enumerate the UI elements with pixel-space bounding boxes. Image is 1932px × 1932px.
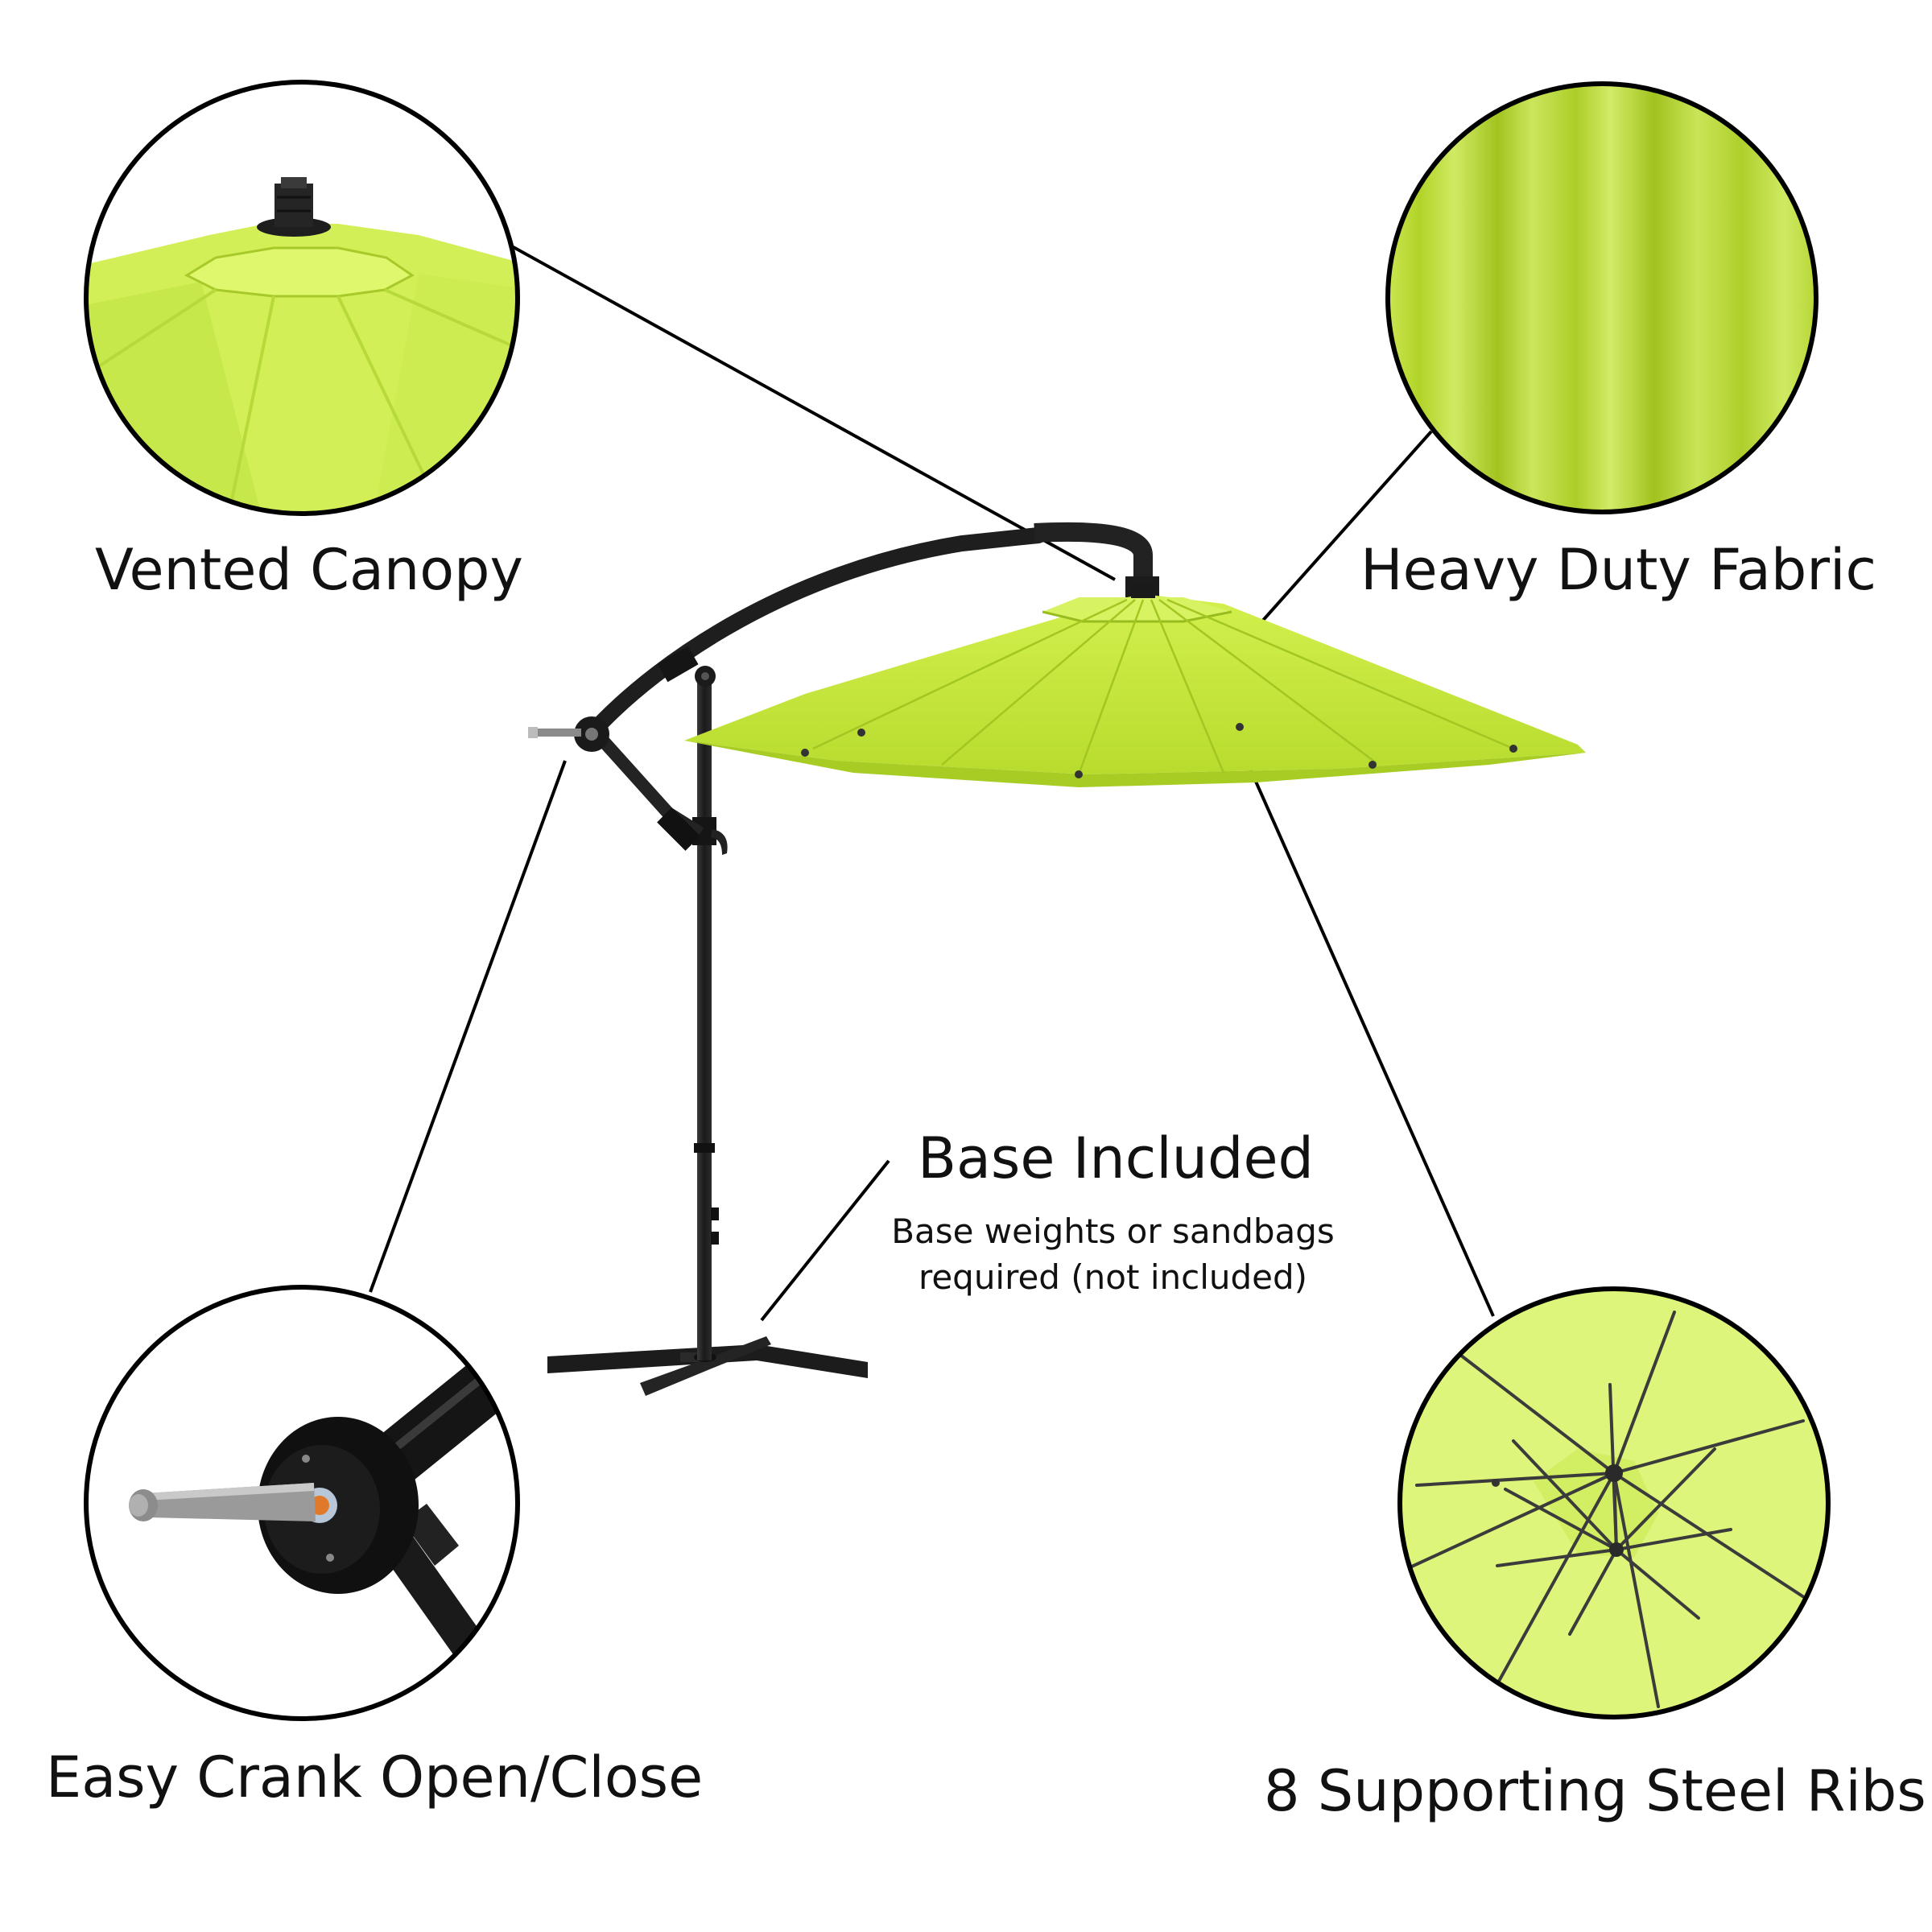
leader-steel-ribs: [1249, 768, 1495, 1317]
base-note-line-1: Base weights or sandbags: [891, 1212, 1335, 1251]
heavy-duty-fabric-label: Heavy Duty Fabric: [1360, 537, 1876, 603]
leader-base-included: [760, 1159, 890, 1322]
heavy-duty-fabric-detail: [1385, 81, 1818, 514]
steel-ribs-label: 8 Supporting Steel Ribs: [1264, 1758, 1926, 1824]
easy-crank-label: Easy Crank Open/Close: [46, 1744, 704, 1810]
leader-heavy-duty-fabric: [1258, 430, 1433, 625]
umbrella-pole: [697, 680, 712, 1360]
callout-lines: [369, 240, 1495, 1322]
base-included-label: Base Included: [918, 1125, 1314, 1191]
vented-canopy-detail: [84, 80, 520, 516]
umbrella-arm: [588, 527, 1046, 737]
leader-vented-canopy: [502, 240, 1116, 581]
leader-easy-crank: [369, 760, 567, 1293]
vented-canopy-label: Vented Canopy: [95, 537, 523, 603]
base-note-line-2: required (not included): [918, 1257, 1308, 1297]
umbrella-canopy: [684, 584, 1586, 787]
base-note: Base weights or sandbags required (not i…: [813, 1209, 1413, 1300]
cantilever-umbrella: [528, 522, 1586, 1396]
steel-ribs-detail: [1397, 1286, 1831, 1719]
easy-crank-detail: [84, 1285, 520, 1721]
